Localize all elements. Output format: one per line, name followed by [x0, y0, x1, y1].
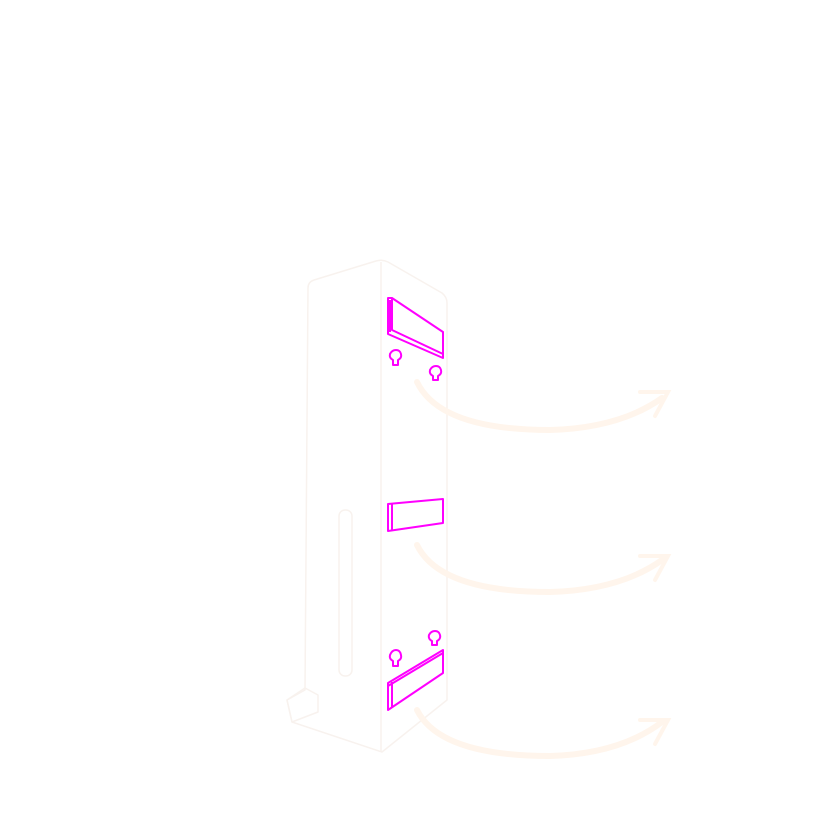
fasteners — [388, 349, 443, 667]
fastener-icon — [388, 649, 403, 667]
fastener-icon — [388, 349, 403, 366]
fastener-icon — [428, 365, 443, 381]
tower-outline — [286, 259, 448, 753]
middle-panel — [387, 498, 444, 532]
rotation-arrow-icon — [414, 379, 665, 434]
rotation-arrow-icon — [414, 542, 665, 596]
rotation-arrow-icon — [414, 707, 665, 760]
top-panel — [387, 297, 444, 359]
rotation-arrows — [414, 379, 672, 760]
fastener-icon — [427, 630, 442, 646]
bottom-panel — [387, 649, 444, 711]
highlighted-parts — [387, 297, 444, 711]
